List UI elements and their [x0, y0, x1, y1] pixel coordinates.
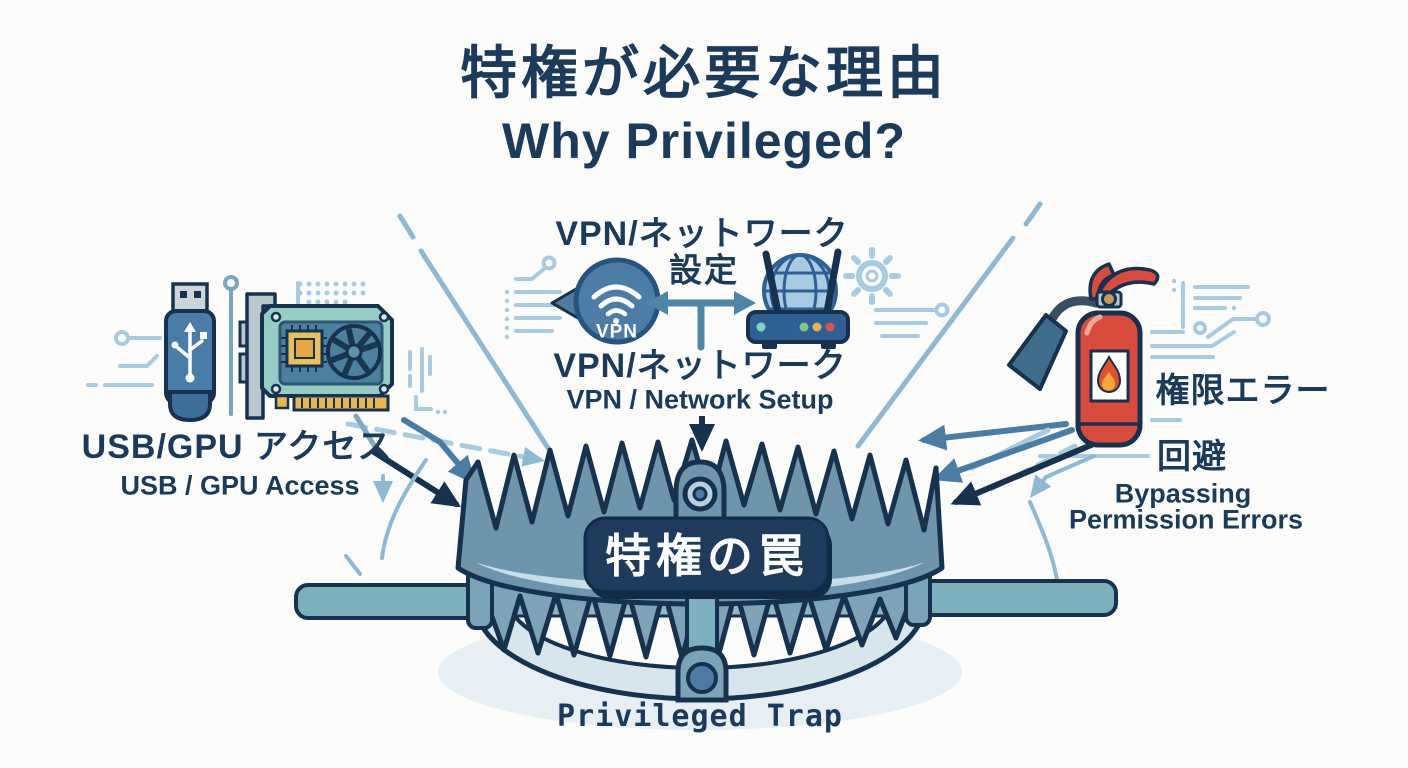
double-arrow-icon	[646, 291, 756, 351]
trap-plate-label: 特権の罠	[605, 530, 809, 582]
circuit-trace-right-of-router	[874, 302, 950, 338]
trap-plate-face	[583, 516, 830, 594]
usb-trident-icon	[171, 322, 207, 383]
gpu-fan-icon	[326, 324, 382, 380]
page-title-en: Why Privileged?	[502, 113, 906, 169]
usb-gpu-label-ja: USB/GPU アクセス	[81, 428, 393, 466]
permission-label-en-line2: Permission Errors	[1068, 504, 1304, 535]
dot-grid-above-gpu	[296, 281, 366, 305]
vpn-badge-label: VPN	[595, 321, 639, 343]
diagonal-guide-lines	[397, 201, 1043, 451]
vpn-label-en: VPN / Network Setup	[566, 384, 834, 415]
permission-label-ja-line2: 回避	[1157, 438, 1227, 476]
bear-trap-icon	[294, 437, 1118, 730]
vpn-heading-ja-line2: 設定	[669, 251, 739, 289]
page-title-ja: 特権が必要な理由	[460, 41, 948, 106]
usb-drive-icon	[164, 282, 216, 423]
gpu-chip-icon	[281, 325, 327, 372]
circuit-trace-right-of-gpu	[408, 347, 448, 415]
vpn-circle-icon	[550, 257, 661, 345]
trap-caption: Privileged Trap	[557, 699, 843, 734]
wifi-icon	[591, 284, 642, 324]
usb-gpu-label-en: USB / GPU Access	[120, 470, 360, 501]
router-globe-icon	[746, 248, 850, 349]
plank-right	[914, 579, 1118, 617]
gear-icon	[843, 247, 901, 305]
circuit-trace-left-of-vpn	[504, 255, 568, 340]
extinguisher-horn	[1007, 313, 1068, 391]
extinguisher-handle	[1095, 266, 1160, 303]
flame-icon	[1096, 354, 1122, 393]
vpn-label-ja: VPN/ネットワーク	[553, 347, 847, 385]
circuit-trace-left	[86, 330, 162, 387]
vpn-heading-ja-line1: VPN/ネットワーク	[555, 215, 849, 253]
left-convergence-arrows	[344, 413, 545, 576]
plank-left	[294, 583, 490, 620]
gpu-card-icon	[238, 292, 394, 420]
permission-label-en-line1: Bypassing	[1114, 478, 1252, 509]
divider-line-usb-gpu	[223, 275, 239, 416]
permission-label-ja-line1: 権限エラー	[1155, 372, 1331, 410]
fire-extinguisher-icon	[1007, 262, 1160, 448]
